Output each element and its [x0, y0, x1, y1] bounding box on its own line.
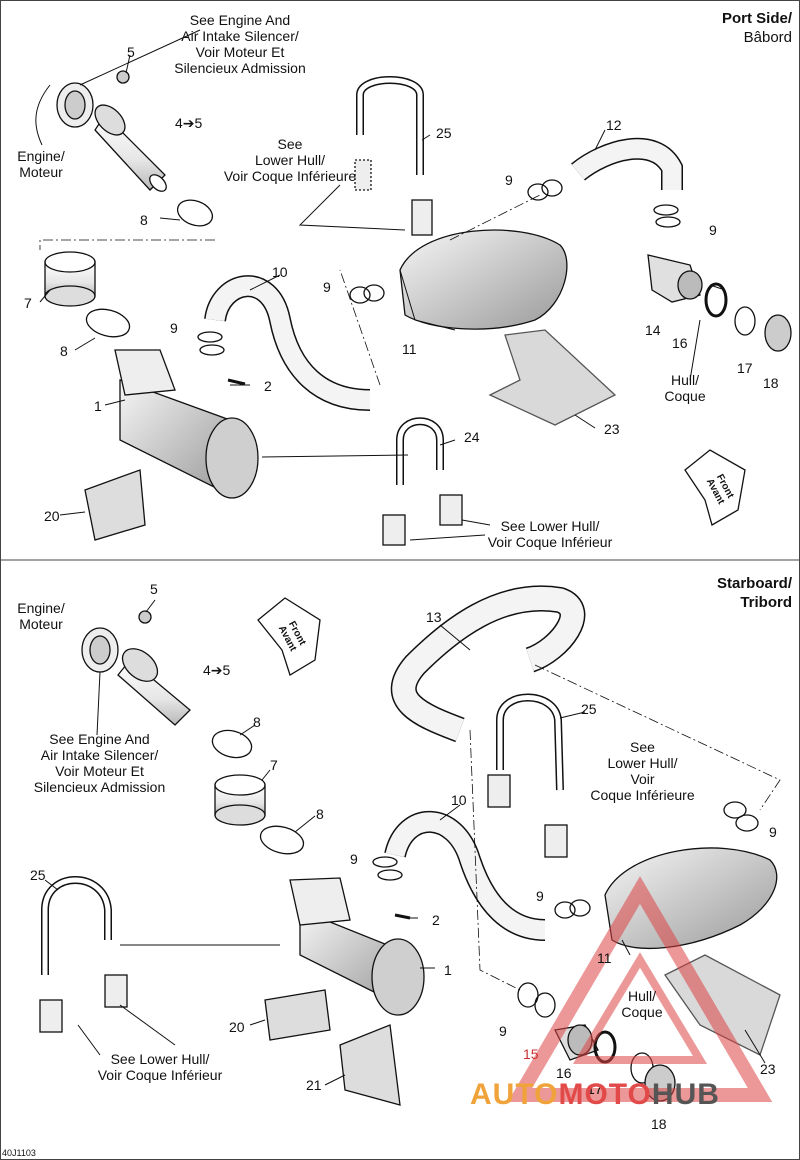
ref-line: Coque Inférieure — [590, 787, 695, 803]
callout-2: 2 — [432, 912, 440, 928]
top-ref-lower-hull-b: See Lower Hull/ Voir Coque Inférieur — [480, 518, 620, 550]
ref-line: See Engine And — [49, 731, 150, 747]
callout-17: 17 — [587, 1081, 603, 1097]
callout-25: 25 — [436, 125, 452, 141]
ref-line: Lower Hull/ — [254, 152, 326, 168]
callout-11: 11 — [402, 341, 417, 357]
callout-9: 9 — [769, 824, 777, 840]
bottom-ref-engine-silencer: See Engine And Air Intake Silencer/ Voir… — [17, 731, 182, 795]
ref-line: See Engine And — [189, 12, 291, 28]
callout-9: 9 — [499, 1023, 507, 1039]
callout-5: 5 — [127, 44, 135, 60]
ref-line: Silencieux Admission — [174, 60, 306, 76]
callout-1: 1 — [444, 962, 452, 978]
callout-7: 7 — [24, 295, 32, 311]
ref-line: See — [277, 136, 303, 152]
ref-line: Hull/ — [627, 988, 656, 1004]
callout-7: 7 — [270, 757, 278, 773]
ref-line: Lower Hull/ — [607, 755, 678, 771]
watermark-part: HUB — [651, 1078, 720, 1111]
ref-line: Coque — [621, 1004, 663, 1020]
callout-20: 20 — [229, 1019, 245, 1035]
bottom-side-subtitle: Tribord — [740, 594, 792, 611]
callout-5: 5 — [150, 581, 158, 597]
bottom-ref-lower-hull-b: See Lower Hull/ Voir Coque Inférieur — [85, 1051, 235, 1083]
callout-18: 18 — [763, 375, 779, 391]
top-panel-drawing — [35, 29, 792, 546]
callout-10: 10 — [451, 792, 467, 808]
watermark-part: MOTO — [558, 1078, 652, 1111]
callout-23: 23 — [760, 1061, 776, 1077]
callout-18: 18 — [651, 1116, 667, 1132]
callout-8: 8 — [140, 212, 148, 228]
callout-15: 15 — [523, 1046, 539, 1062]
callout-9: 9 — [536, 888, 544, 904]
ref-line: Voir Moteur Et — [55, 763, 144, 779]
ref-line: Voir Coque Inférieur — [487, 534, 613, 550]
watermark-text: AUTOMOTOHUB — [470, 1078, 720, 1112]
callout-9: 9 — [709, 222, 717, 238]
top-ref-hull: Hull/ Coque — [655, 372, 715, 404]
ref-line: Engine/ — [17, 148, 65, 164]
top-side-title: Port Side/ — [721, 10, 792, 27]
callout-20: 20 — [44, 508, 60, 524]
callout-17: 17 — [737, 360, 753, 376]
ref-line: Voir Coque Inférieur — [97, 1067, 223, 1083]
callout-9: 9 — [505, 172, 513, 188]
callout-16: 16 — [672, 335, 688, 351]
bottom-ref-lower-hull-a: See Lower Hull/ Voir Coque Inférieure — [580, 739, 705, 803]
callout-8: 8 — [316, 806, 324, 822]
figure-code: 40J1103 — [2, 1148, 36, 1158]
top-ref-lower-hull-a: See Lower Hull/ Voir Coque Inférieure — [205, 136, 375, 184]
callout-14: 14 — [645, 322, 661, 338]
top-side-subtitle: Bâbord — [743, 29, 792, 46]
bottom-panel-drawing — [39, 585, 781, 1106]
callout-21: 21 — [306, 1077, 322, 1093]
bottom-ref-engine: Engine/ Moteur — [6, 600, 76, 632]
ref-line: Silencieux Admission — [33, 779, 166, 795]
callout-10: 10 — [272, 264, 288, 280]
ref-line: Voir Coque Inférieure — [223, 168, 357, 184]
ref-line: Hull/ — [670, 372, 699, 388]
ref-line: Moteur — [19, 616, 63, 632]
ref-line: Coque — [664, 388, 706, 404]
ref-line: Voir — [630, 771, 655, 787]
callout-2: 2 — [264, 378, 272, 394]
callout-1: 1 — [94, 398, 102, 414]
ref-line: Air Intake Silencer/ — [40, 747, 159, 763]
ref-line: See — [630, 739, 655, 755]
bottom-ref-hull: Hull/ Coque — [612, 988, 672, 1020]
callout-23: 23 — [604, 421, 620, 437]
top-ref-engine-silencer: See Engine And Air Intake Silencer/ Voir… — [160, 12, 320, 76]
callout-8: 8 — [253, 714, 261, 730]
callout-4-5: 4➔5 — [203, 662, 231, 678]
callout-25: 25 — [30, 867, 46, 883]
callout-9: 9 — [323, 279, 331, 295]
callout-9: 9 — [170, 320, 178, 336]
watermark-part: AUTO — [470, 1078, 559, 1111]
ref-line: Engine/ — [17, 600, 65, 616]
callout-8: 8 — [60, 343, 68, 359]
ref-line: Air Intake Silencer/ — [181, 28, 299, 44]
ref-line: See Lower Hull/ — [110, 1051, 210, 1067]
callout-4-5: 4➔5 — [175, 115, 203, 131]
callout-12: 12 — [606, 117, 622, 133]
bottom-side-title: Starboard/ — [716, 575, 792, 592]
callout-24: 24 — [464, 429, 480, 445]
ref-line: Voir Moteur Et — [195, 44, 285, 60]
top-ref-engine: Engine/ Moteur — [6, 148, 76, 180]
callout-13: 13 — [426, 609, 442, 625]
callout-11: 11 — [597, 950, 612, 966]
callout-16: 16 — [556, 1065, 572, 1081]
watermark-logo — [507, 876, 773, 1102]
ref-line: See Lower Hull/ — [500, 518, 600, 534]
callout-25: 25 — [581, 701, 597, 717]
callout-9: 9 — [350, 851, 358, 867]
ref-line: Moteur — [19, 164, 63, 180]
